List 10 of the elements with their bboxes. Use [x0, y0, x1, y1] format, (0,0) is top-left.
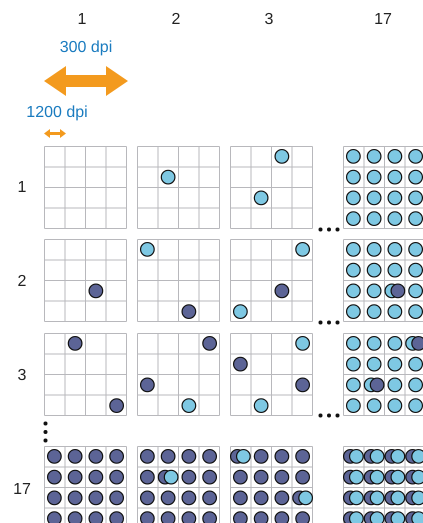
- row-number: 2: [18, 274, 26, 290]
- row-number: 3: [18, 368, 26, 384]
- column-number: 3: [264, 12, 274, 28]
- resolution-label: 1200 dpi: [26, 105, 88, 121]
- row-number: 1: [18, 180, 26, 196]
- resolution-label: 300 dpi: [60, 40, 112, 56]
- column-number: 1: [78, 12, 86, 28]
- column-number: 2: [172, 12, 180, 28]
- column-number: 17: [374, 12, 392, 28]
- row-number: 17: [13, 482, 31, 498]
